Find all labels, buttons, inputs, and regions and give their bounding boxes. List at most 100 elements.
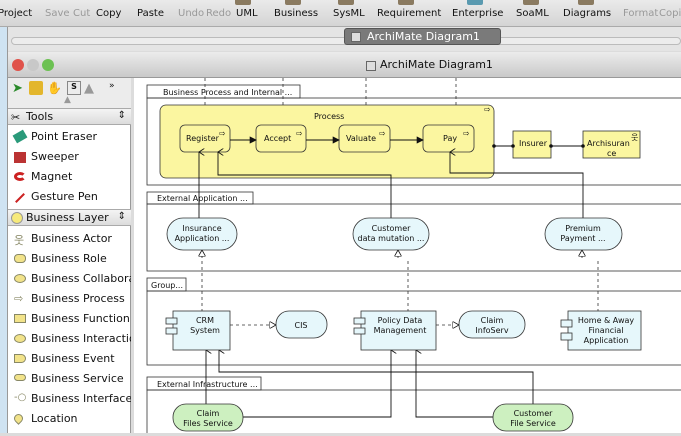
node-label[interactable]: Home & Away xyxy=(578,316,635,325)
copy-button[interactable]: Copy xyxy=(96,8,122,19)
diagram-canvas[interactable]: Business Process and Internal ... Extern… xyxy=(134,78,681,436)
collaboration-icon xyxy=(14,274,26,283)
group-external-application[interactable] xyxy=(146,203,681,272)
palette-business-interface[interactable]: -○Business Interface xyxy=(8,389,131,409)
item-label: Location xyxy=(31,412,78,425)
copy-format-button[interactable]: Copi xyxy=(659,8,681,19)
soaml-button[interactable]: SoaML xyxy=(516,8,549,19)
node-label[interactable]: Claim xyxy=(481,316,504,325)
process-container[interactable] xyxy=(159,104,495,179)
palette-business-service[interactable]: Business Service xyxy=(8,369,131,389)
main-toolbar: Project Save Cut Copy Paste Undo Redo UM… xyxy=(0,0,681,27)
tool-sweeper[interactable]: Sweeper xyxy=(8,147,131,167)
business-actor-archisurance[interactable] xyxy=(582,130,641,159)
infra-service-claim-files[interactable] xyxy=(172,403,244,432)
component-home-away-financial[interactable] xyxy=(567,310,642,351)
tool-point-eraser[interactable]: Point Eraser xyxy=(8,127,131,147)
palette-business-function[interactable]: Business Function xyxy=(8,309,131,329)
format-button[interactable]: Format xyxy=(623,8,659,19)
palette: ➤ ✋ S ▲ » ▲ ✂ Tools ⇕ Point Eraser Sweep… xyxy=(8,78,131,433)
node-label[interactable]: CIS xyxy=(294,321,307,330)
group-labels[interactable]: Business Process and Internal ... Extern… xyxy=(151,88,292,389)
app-service-customer-data-mutation[interactable] xyxy=(352,217,430,251)
app-service-premium-payment[interactable] xyxy=(544,217,623,251)
node-label[interactable]: Financial xyxy=(588,326,623,335)
component-crm-system[interactable] xyxy=(172,310,231,351)
infra-service-customer-file[interactable] xyxy=(492,403,574,432)
tool-gesture-pen[interactable]: Gesture Pen xyxy=(8,187,131,207)
location-icon xyxy=(11,212,23,224)
palette-business-event[interactable]: Business Event xyxy=(8,349,131,369)
tab-archimate-diagram1[interactable]: ArchiMate Diagram1 xyxy=(344,28,501,45)
save-button[interactable]: Save xyxy=(45,8,70,19)
palette-business-interaction[interactable]: Business Interaction xyxy=(8,329,131,349)
interface-cis[interactable] xyxy=(275,310,328,339)
node-label[interactable]: Premium xyxy=(565,224,601,233)
window-titlebar: ArchiMate Diagram1 xyxy=(8,52,681,78)
sysml-button[interactable]: SysML xyxy=(333,8,365,19)
expand-icon[interactable]: ⇕ xyxy=(117,211,126,222)
group-label: Business Process and Internal ... xyxy=(163,88,292,97)
node-label[interactable]: Insurance xyxy=(182,224,221,233)
diagrams-button[interactable]: Diagrams xyxy=(563,8,612,19)
group-business-process[interactable] xyxy=(146,97,681,186)
svg-text:⇨: ⇨ xyxy=(379,129,386,138)
shape-icon[interactable]: ▲ xyxy=(84,81,94,96)
node-label[interactable]: Claim xyxy=(197,409,220,418)
palette-location[interactable]: Location xyxy=(8,409,131,429)
enterprise-button[interactable]: Enterprise xyxy=(452,8,504,19)
node-label[interactable]: System xyxy=(190,326,220,335)
business-button[interactable]: Business xyxy=(274,8,319,19)
palette-tool-row: ➤ ✋ S ▲ » ▲ xyxy=(8,78,131,108)
collapse-arrow-icon[interactable]: ▲ xyxy=(64,95,71,105)
diagrams-icon xyxy=(578,0,594,5)
node-label[interactable]: Application xyxy=(584,336,629,345)
group-generic[interactable] xyxy=(146,290,681,366)
node-label[interactable]: InfoServ xyxy=(475,326,508,335)
lock-icon[interactable] xyxy=(29,81,43,95)
node-label[interactable]: data mutation ... xyxy=(358,234,425,243)
palette-business-process[interactable]: ⇨Business Process xyxy=(8,289,131,309)
select-arrow-icon[interactable]: ➤ xyxy=(12,81,23,96)
app-service-insurance-application[interactable] xyxy=(166,217,238,251)
expand-icon[interactable]: ⇕ xyxy=(117,110,126,121)
minimize-button[interactable] xyxy=(27,59,39,71)
group-external-infrastructure[interactable] xyxy=(146,389,681,436)
node-label[interactable]: CRM xyxy=(196,316,214,325)
hand-icon[interactable]: ✋ xyxy=(47,81,62,95)
cut-button[interactable]: Cut xyxy=(73,8,91,19)
svg-text:⇨: ⇨ xyxy=(463,129,470,138)
uml-button[interactable]: UML xyxy=(236,8,258,19)
node-label[interactable]: Application ... xyxy=(175,234,230,243)
interface-claim-infoserv[interactable] xyxy=(458,310,526,339)
svg-text:⇨: ⇨ xyxy=(296,129,303,138)
node-label[interactable]: Management xyxy=(374,326,427,335)
component-policy-data-management[interactable] xyxy=(360,310,437,351)
process-step-register[interactable] xyxy=(179,124,231,153)
tool-magnet[interactable]: Magnet xyxy=(8,167,131,187)
node-label[interactable]: Payment ... xyxy=(560,234,605,243)
requirement-button[interactable]: Requirement xyxy=(377,8,442,19)
node-label[interactable]: File Service xyxy=(510,419,556,428)
redo-button[interactable]: Redo xyxy=(206,8,232,19)
more-chevron-icon[interactable]: » xyxy=(109,81,115,91)
tools-header[interactable]: ✂ Tools ⇕ xyxy=(8,108,131,125)
business-layer-header[interactable]: Business Layer ⇕ xyxy=(8,209,131,226)
node-label[interactable]: Customer xyxy=(514,409,554,418)
close-button[interactable] xyxy=(12,59,24,71)
node-label[interactable]: Customer xyxy=(372,224,412,233)
palette-business-role[interactable]: Business Role xyxy=(8,249,131,269)
undo-button[interactable]: Undo xyxy=(178,8,205,19)
paste-button[interactable]: Paste xyxy=(137,8,164,19)
node-label[interactable]: Files Service xyxy=(183,419,233,428)
svg-text:⇨: ⇨ xyxy=(484,105,491,114)
snap-icon[interactable]: S xyxy=(67,81,81,95)
tools-header-label: Tools xyxy=(26,110,54,123)
archimate-diagram[interactable]: Business Process and Internal ... Extern… xyxy=(134,78,681,436)
palette-business-collaboration[interactable]: Business Collaboration xyxy=(8,269,131,289)
magnet-icon xyxy=(14,172,26,181)
node-label[interactable]: Policy Data xyxy=(378,316,423,325)
project-button[interactable]: Project xyxy=(0,8,33,19)
zoom-button[interactable] xyxy=(42,59,54,71)
